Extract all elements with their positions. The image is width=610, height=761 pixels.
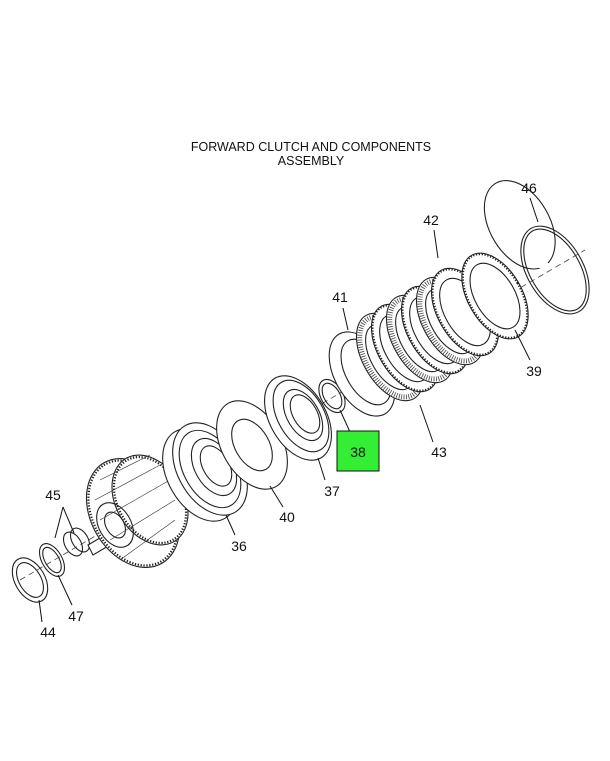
callout-38[interactable]: 38 [350, 444, 366, 460]
callout-43[interactable]: 43 [431, 444, 447, 460]
forward-clutch-drum[interactable] [68, 441, 204, 584]
leader-lines [38, 197, 539, 623]
callout-39[interactable]: 39 [526, 363, 542, 379]
callout-44[interactable]: 44 [40, 624, 56, 640]
diagram-title-line1: FORWARD CLUTCH AND COMPONENTS [191, 140, 431, 154]
callout-46[interactable]: 46 [521, 180, 537, 196]
callout-36[interactable]: 36 [231, 538, 247, 554]
callout-41[interactable]: 41 [332, 289, 348, 305]
part-45-seal-rings[interactable] [60, 525, 94, 560]
callout-40[interactable]: 40 [279, 509, 295, 525]
callout-37[interactable]: 37 [324, 483, 340, 499]
callout-47[interactable]: 47 [68, 608, 84, 624]
part-47-ring[interactable] [34, 539, 69, 580]
diagram-title-line2: ASSEMBLY [278, 154, 345, 168]
callout-42[interactable]: 42 [423, 212, 439, 228]
part-44-snap-ring[interactable] [5, 552, 55, 609]
callout-45[interactable]: 45 [45, 487, 61, 503]
part-39-backing-plate[interactable] [448, 242, 542, 350]
part-46-snap-ring[interactable] [483, 180, 603, 326]
highlight-box-38 [336, 430, 380, 472]
part-37-retainer[interactable] [251, 364, 345, 472]
